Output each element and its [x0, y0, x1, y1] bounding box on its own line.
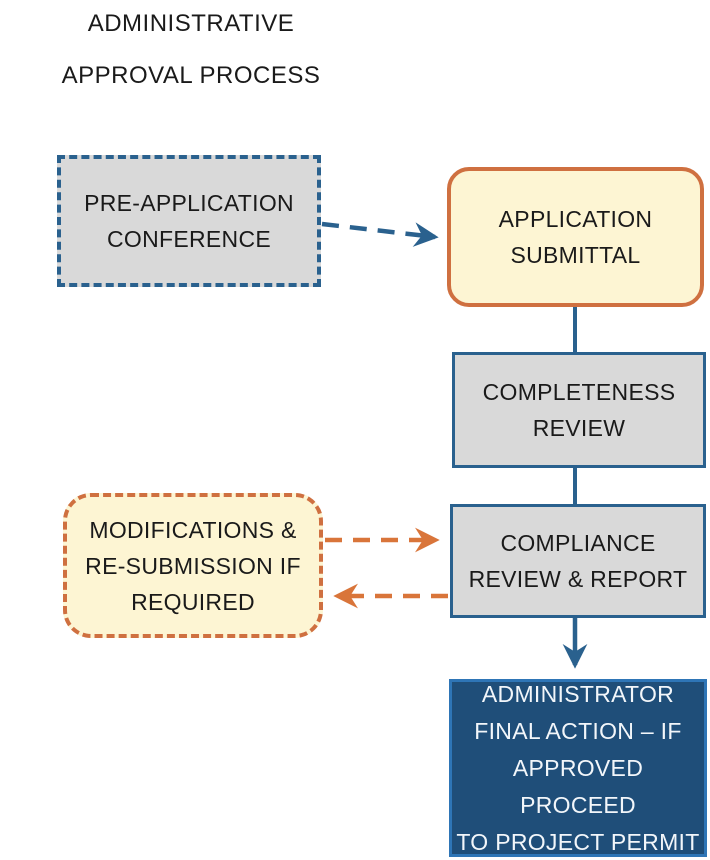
node-text-line: COMPLIANCE	[500, 530, 656, 556]
diagram-title-line2: APPROVAL PROCESS	[61, 62, 321, 89]
node-application-submittal: APPLICATION SUBMITTAL	[447, 167, 704, 307]
diagram-title: ADMINISTRATIVE APPROVAL PROCESS	[35, 10, 347, 90]
node-pre-application-conference: PRE-APPLICATION CONFERENCE	[57, 155, 321, 287]
node-administrator-final-action: ADMINISTRATOR FINAL ACTION – IF APPROVED…	[449, 679, 707, 857]
diagram-title-line1: ADMINISTRATIVE	[87, 10, 295, 37]
node-text-line: APPROVED PROCEED	[512, 754, 644, 818]
node-text-line: PRE-APPLICATION	[84, 190, 294, 216]
node-text-line: COMPLETENESS	[482, 379, 676, 405]
node-text-line: REVIEW & REPORT	[468, 566, 688, 592]
node-text-line: SUBMITTAL	[510, 242, 641, 268]
node-text-line: MODIFICATIONS &	[89, 516, 297, 543]
node-text-line: RE-SUBMISSION IF	[85, 552, 301, 579]
node-text-line: TO PROJECT PERMIT	[456, 828, 700, 855]
node-modifications-resubmission: MODIFICATIONS & RE-SUBMISSION IF REQUIRE…	[63, 493, 323, 638]
connector-preapp-to-submittal	[321, 221, 439, 247]
node-completeness-review: COMPLETENESS REVIEW	[452, 352, 706, 468]
node-text-line: APPLICATION	[498, 206, 653, 232]
node-text-line: ADMINISTRATOR	[481, 680, 675, 707]
node-text-line: REVIEW	[532, 415, 626, 441]
node-text-line: CONFERENCE	[106, 226, 271, 252]
node-text-line: FINAL ACTION – IF	[474, 717, 682, 744]
node-compliance-review-report: COMPLIANCE REVIEW & REPORT	[450, 504, 706, 618]
node-text-line: REQUIRED	[131, 588, 255, 615]
